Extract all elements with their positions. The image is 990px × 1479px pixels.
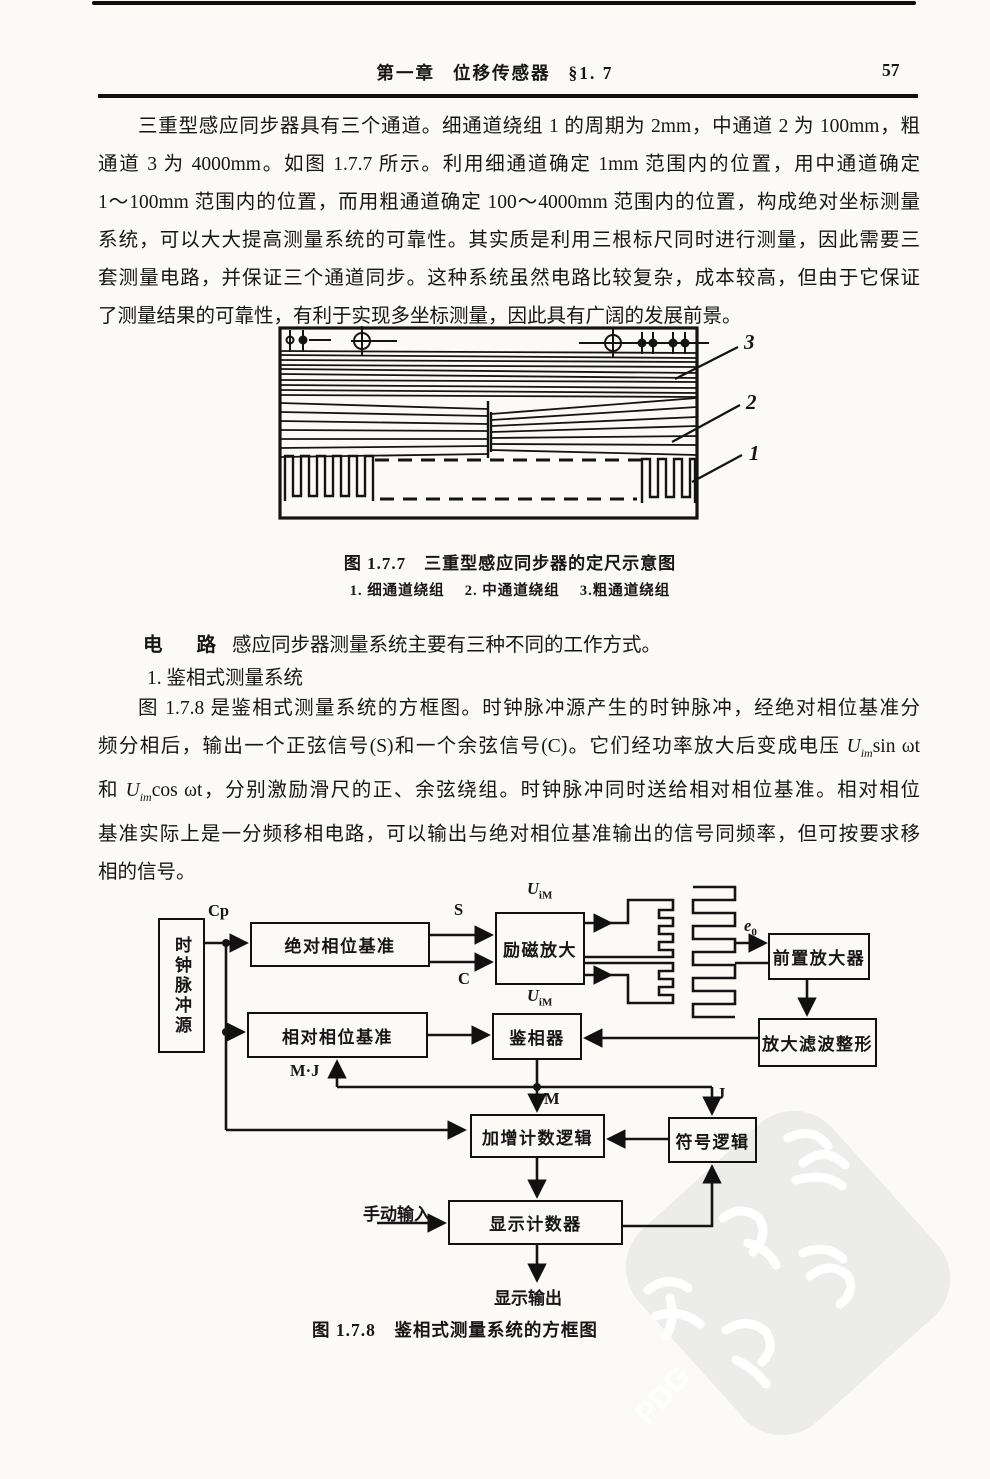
text-line: 了测量结果的可靠性，有利于实现多坐标测量，因此具有广阔的发展前景。	[98, 306, 742, 327]
watermark-blob	[625, 1110, 951, 1436]
callout-label-3: 3	[744, 330, 755, 354]
slider-winding-cosine	[651, 961, 675, 1005]
figure-1-7-7: 3 2 1	[273, 322, 773, 537]
text-line: 系统，可以大大提高测量系统的可靠性。其实质是利用三根标尺同时进行测量，因此需要三	[98, 230, 920, 251]
winding-fine-channel	[283, 454, 697, 503]
text-line: 和 Uimcos ωt，分别激励滑尺的正、余弦绕组。时钟脉冲同时送给相对相位基准…	[98, 772, 920, 816]
text-line: 套测量电路，并保证三个通道同步。这种系统虽然电路比较复杂，成本较高，但由于它保证	[98, 268, 920, 289]
header-rule	[98, 94, 918, 98]
watermark-seal-glyphs	[643, 1129, 856, 1389]
text-span: 和	[98, 779, 126, 801]
box-relative-phase-reference: 相对相位基准	[247, 1012, 428, 1058]
box-excitation-amplifier: 励磁放大	[495, 912, 585, 985]
label-e: e	[744, 916, 752, 935]
box-preamplifier: 前置放大器	[768, 933, 870, 980]
label-uim-top: UiM	[527, 879, 552, 901]
figure-1-7-8-caption: 图 1.7.8 鉴相式测量系统的方框图	[312, 1320, 598, 1340]
induced-output-lines	[735, 933, 768, 965]
winding-coarse-channel	[279, 350, 698, 398]
watermark-pdg-text: PDG	[629, 1360, 697, 1430]
box-amplify-filter-shaping: 放大滤波整形	[758, 1018, 877, 1067]
keyword-dian: 电	[143, 635, 163, 656]
circuit-intro: 感应同步器测量系统主要有三种不同的工作方式。	[232, 635, 662, 656]
text-line: 基准实际上是一分频移相电路，可以输出与绝对相位基准输出的信号同频率，但可按要求移	[98, 823, 920, 845]
block-diagram-lines	[205, 885, 817, 1283]
running-header: 第一章位移传感器 §1. 7	[0, 60, 990, 85]
inductosyn-scale-drawing	[278, 326, 743, 520]
sine-cosine-lines	[430, 925, 494, 972]
box-absolute-phase-reference: 绝对相位基准	[250, 922, 430, 967]
label-uim-bottom: UiM	[527, 986, 552, 1008]
figure-1-7-8: 时钟脉冲源 绝对相位基准 励磁放大 前置放大器 相对相位基准 鉴相器 放大滤波整…	[150, 870, 890, 1315]
label-u-sub: iM	[538, 996, 553, 1009]
box-sign-logic: 符号逻辑	[668, 1117, 757, 1163]
header-section: §1. 7	[568, 63, 614, 83]
slider-winding-sine	[651, 898, 675, 959]
scale-winding	[691, 885, 737, 1019]
label-j: J	[717, 1084, 726, 1103]
box-counting-logic: 加增计数逻辑	[470, 1114, 605, 1158]
scale-outline	[278, 326, 699, 520]
label-u: U	[527, 879, 539, 898]
label-cp: Cp	[208, 901, 230, 920]
page-number: 57	[882, 60, 900, 80]
label-e-sub: 0	[751, 926, 757, 939]
excitation-output-lines	[585, 898, 651, 1005]
label-c: C	[458, 969, 470, 988]
text-span: 频分相后，输出一个正弦信号(S)和一个余弦信号(C)。它们经功率放大后变成电压	[98, 736, 847, 757]
text-line: 通道 3 为 4000mm。如图 1.7.7 所示。利用细通道确定 1mm 范围…	[98, 154, 920, 175]
pdg-watermark: PDG	[625, 1110, 951, 1436]
label-m: M	[544, 1089, 560, 1108]
text-line: 1～100mm 范围内的位置，而用粗通道确定 100～4000mm 范围内的位置…	[98, 192, 920, 213]
box-phase-discriminator: 鉴相器	[492, 1013, 582, 1060]
leader-lines	[671, 346, 743, 483]
formula-u: U	[846, 736, 861, 757]
text-line: 相的信号。	[98, 861, 196, 883]
box-display-counter: 显示计数器	[448, 1200, 623, 1245]
label-s: S	[454, 900, 464, 919]
figure-1-7-7-legend: 1. 细通道绕组 2. 中通道绕组 3.粗通道绕组	[349, 583, 671, 599]
text-line: 图 1.7.8 是鉴相式测量系统的方框图。时钟脉冲源产生的时钟脉冲，经绝对相位基…	[138, 698, 920, 719]
formula-sin: sin ωt	[872, 736, 921, 757]
formula-u: U	[125, 779, 140, 801]
mj-feedback-lines	[327, 1059, 722, 1116]
scan-artifact-bar	[92, 1, 916, 5]
formula-sub: im	[139, 789, 152, 804]
keyword-lu: 路	[196, 635, 217, 656]
circuit-heading: 电 路感应同步器测量系统主要有三种不同的工作方式。	[143, 628, 661, 657]
winding-medium-channel	[279, 397, 698, 458]
label-u-sub: iM	[538, 889, 553, 902]
label-e0: e0	[744, 916, 757, 938]
text-line: 频分相后，输出一个正弦信号(S)和一个余弦信号(C)。它们经功率放大后变成电压 …	[98, 728, 920, 772]
label-mj: M·J	[290, 1061, 320, 1080]
header-title: 位移传感器	[453, 63, 551, 83]
header-chapter: 第一章	[376, 63, 435, 83]
display-to-signlogic-line	[623, 1164, 722, 1228]
label-manual-input: 手动输入	[363, 1205, 431, 1224]
callout-label-2: 2	[746, 390, 757, 414]
label-u: U	[527, 986, 539, 1005]
callout-label-1: 1	[749, 441, 760, 465]
text-span: ，分别激励滑尺的正、余弦绕组。时钟脉冲同时送给相对相位基准。相对相位	[202, 779, 920, 801]
paragraph-2: 图 1.7.8 是鉴相式测量系统的方框图。时钟脉冲源产生的时钟脉冲，经绝对相位基…	[98, 690, 920, 892]
label-display-output: 显示输出	[494, 1289, 562, 1308]
text-line: 三重型感应同步器具有三个通道。细通道绕组 1 的周期为 2mm，中通道 2 为 …	[138, 116, 920, 137]
paragraph-1: 三重型感应同步器具有三个通道。细通道绕组 1 的周期为 2mm，中通道 2 为 …	[98, 108, 920, 336]
figure-1-7-7-caption: 图 1.7.7 三重型感应同步器的定尺示意图	[343, 554, 677, 573]
formula-cos: cos ωt	[151, 779, 203, 801]
formula-sub: im	[860, 745, 873, 760]
junction-dots	[222, 939, 541, 1091]
circuit-item-1: 1. 鉴相式测量系统	[147, 668, 304, 689]
box-clock-pulse-source: 时钟脉冲源	[158, 918, 205, 1053]
